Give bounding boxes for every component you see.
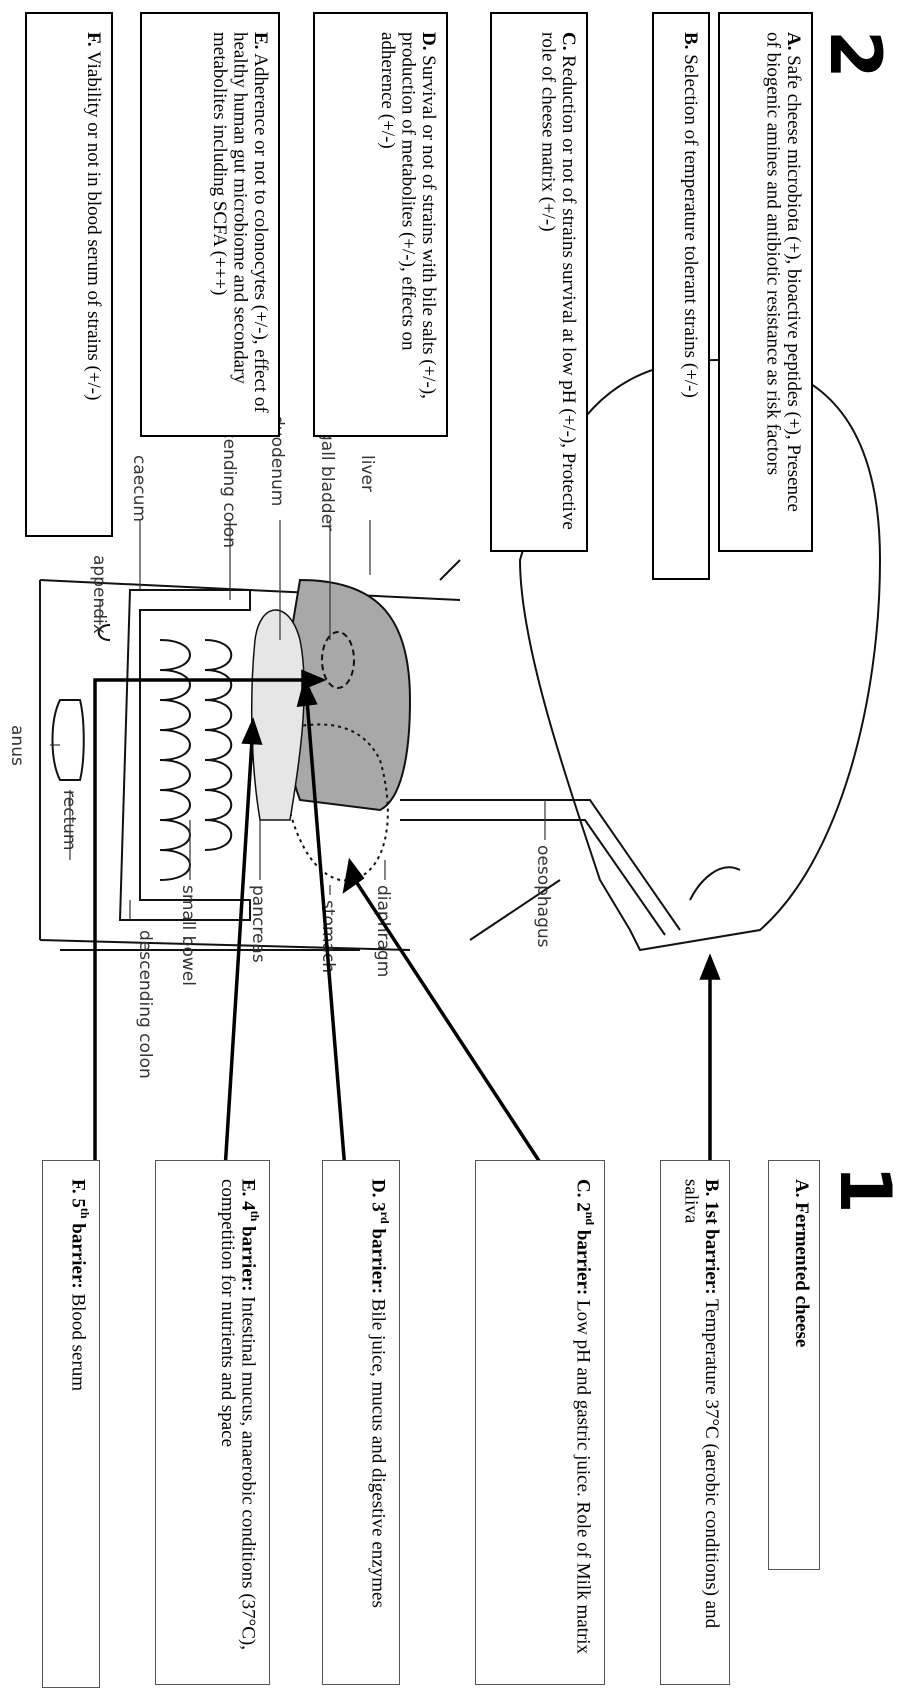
small-bowel-label: small bowel — [178, 885, 198, 986]
panel2-box-f-letter: F. — [83, 32, 104, 47]
panel2-box-d: D. Survival or not of strains with bile … — [313, 12, 448, 437]
pancreas-label: pancreas — [248, 885, 268, 963]
arrow-d-duodenum — [305, 699, 347, 1171]
anus-label: anus — [7, 725, 27, 766]
panel1-box-d-head: D. 3 — [367, 1179, 389, 1212]
panel2-box-f: F. Viability or not in blood serum of st… — [25, 12, 113, 537]
panel2-box-e-letter: E. — [250, 32, 271, 50]
panel2-box-a: A. Safe cheese microbiota (+), bioactive… — [718, 12, 813, 552]
panel2-box-a-letter: A. — [783, 32, 804, 51]
panel1-box-f: F. 5th barrier: Blood serum — [42, 1160, 100, 1688]
panel1-box-c-sup: nd — [583, 1211, 597, 1226]
panel1-box-e-head: E. 4 — [237, 1179, 259, 1211]
panel1-box-f-sup: th — [78, 1207, 92, 1219]
panel1-box-c-head: C. 2 — [572, 1179, 594, 1212]
descending-colon-label: descending colon — [135, 930, 155, 1079]
arrow-f-blood — [93, 678, 305, 1170]
oesophagus-tube — [400, 799, 681, 931]
panel1-box-f-head: F. 5 — [67, 1179, 89, 1208]
diaphragm-label: diaphragm — [373, 885, 393, 977]
panel1-box-d-text: Bile juice, mucus and digestive enzymes — [367, 1293, 389, 1608]
colon-shape — [118, 589, 251, 921]
panel1-box-b-text: Temperature 37°C (aerobic conditions) an… — [680, 1179, 722, 1629]
arrow-e-colon — [223, 739, 254, 1171]
caecum-label: caecum — [129, 455, 149, 522]
panel2-box-e: E. Adherence or not to colonocytes (+/-)… — [140, 12, 280, 437]
panel2-box-c-letter: C. — [558, 32, 579, 51]
panel2-box-a-text: Safe cheese microbiota (+), bioactive pe… — [762, 32, 804, 512]
panel1-box-c-text: Low pH and gastric juice. Role of Milk m… — [572, 1295, 594, 1655]
gall-bladder-shape — [321, 631, 355, 689]
panel2-box-b-text: Selection of temperature tolerant strain… — [680, 49, 701, 398]
panel1-box-f-head2: barrier: — [67, 1218, 89, 1289]
duodenum-label: duodenum — [267, 415, 287, 506]
body-outline — [518, 358, 882, 952]
rectum-label: rectum — [59, 790, 79, 850]
panel1-box-e: E. 4th barrier: Intestinal mucus, anaero… — [155, 1160, 270, 1685]
gall-bladder-label: gall bladder — [317, 430, 337, 531]
arrow-c-stomach — [353, 879, 547, 1171]
oesophagus-label: oesophagus — [533, 845, 553, 948]
panel1-box-e-sup: th — [248, 1210, 262, 1222]
panel1-box-c: C. 2nd barrier: Low pH and gastric juice… — [475, 1160, 605, 1685]
panel2-box-e-text: Adherence or not to colonocytes (+/-), e… — [208, 32, 271, 413]
panel1-box-d-sup: rd — [378, 1211, 392, 1224]
panel1-box-d: D. 3rd barrier: Bile juice, mucus and di… — [322, 1160, 400, 1685]
panel-1-number: 1 — [824, 1165, 906, 1214]
panel1-box-e-text: Intestinal mucus, anaerobic conditions (… — [217, 1179, 259, 1651]
panel2-box-c-text: Reduction or not of strains survival at … — [537, 32, 579, 530]
panel1-box-d-head2: barrier: — [367, 1223, 389, 1294]
panel1-box-a-head: A. Fermented cheese — [791, 1179, 812, 1348]
panel2-box-d-text: Survival or not of strains with bile sal… — [376, 32, 439, 399]
panel2-box-b: B. Selection of temperature tolerant str… — [652, 12, 710, 580]
panel1-box-b: B. 1st barrier: Temperature 37°C (aerobi… — [660, 1160, 730, 1685]
small-bowel-shape — [159, 639, 191, 881]
liver-label: liver — [357, 455, 377, 492]
panel1-box-e-head2: barrier: — [237, 1221, 259, 1292]
panel2-box-f-text: Viability or not in blood serum of strai… — [83, 46, 104, 401]
panel1-box-b-head: B. 1st barrier: — [701, 1179, 722, 1295]
panel2-box-d-letter: D. — [418, 32, 439, 51]
rectum-shape — [51, 699, 85, 781]
panel1-box-c-head2: barrier: — [572, 1225, 594, 1296]
ascending-colon-label: ascending colon — [219, 410, 239, 548]
panel-2-number: 2 — [814, 30, 896, 79]
appendix-label: appendix — [89, 555, 109, 634]
torso-outline — [39, 559, 561, 951]
panel1-box-f-text: Blood serum — [67, 1288, 89, 1392]
stomach-shape — [278, 723, 389, 882]
appendix-shape — [97, 624, 111, 641]
mouth-outline — [689, 866, 741, 901]
panel1-box-a: A. Fermented cheese — [768, 1160, 820, 1570]
panel2-box-b-letter: B. — [680, 32, 701, 50]
panel2-box-c: C. Reduction or not of strains survival … — [490, 12, 588, 552]
